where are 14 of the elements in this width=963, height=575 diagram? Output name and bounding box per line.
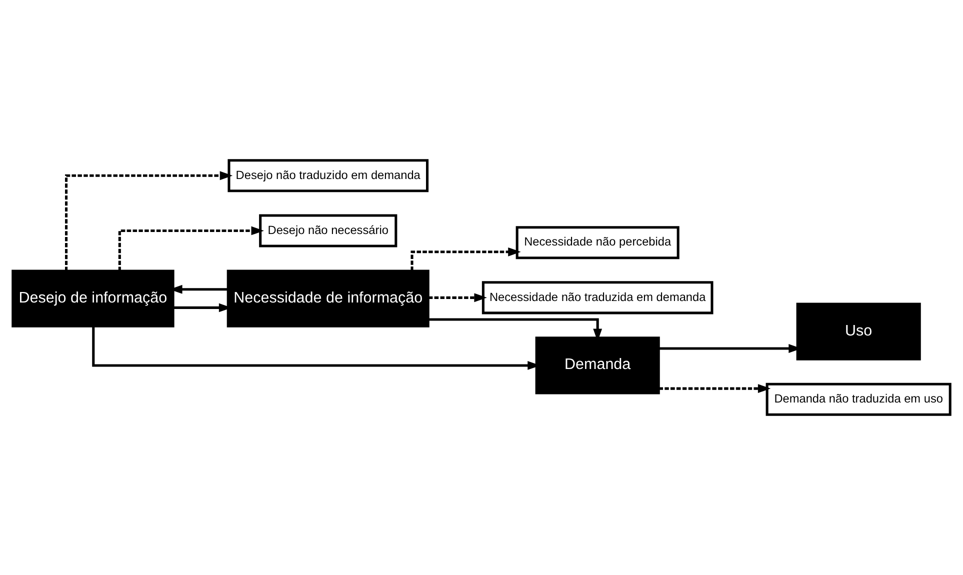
node-box: Necessidade não percebida bbox=[516, 226, 680, 260]
arrow bbox=[428, 293, 487, 302]
node-box: Necessidade de informação bbox=[226, 270, 430, 328]
node-box: Necessidade não traduzida em demanda bbox=[482, 281, 714, 314]
arrow bbox=[410, 247, 521, 271]
node-box: Uso bbox=[796, 302, 921, 360]
arrow bbox=[118, 226, 264, 271]
node-box: Demanda bbox=[535, 336, 660, 394]
node-box: Desejo não traduzido em demanda bbox=[228, 159, 429, 192]
arrow bbox=[65, 171, 233, 271]
node-box: Desejo não necessário bbox=[259, 214, 398, 248]
node-box: Desejo de informação bbox=[12, 270, 174, 328]
node-box: Demanda não traduzida em uso bbox=[766, 382, 952, 416]
arrow bbox=[658, 384, 771, 393]
